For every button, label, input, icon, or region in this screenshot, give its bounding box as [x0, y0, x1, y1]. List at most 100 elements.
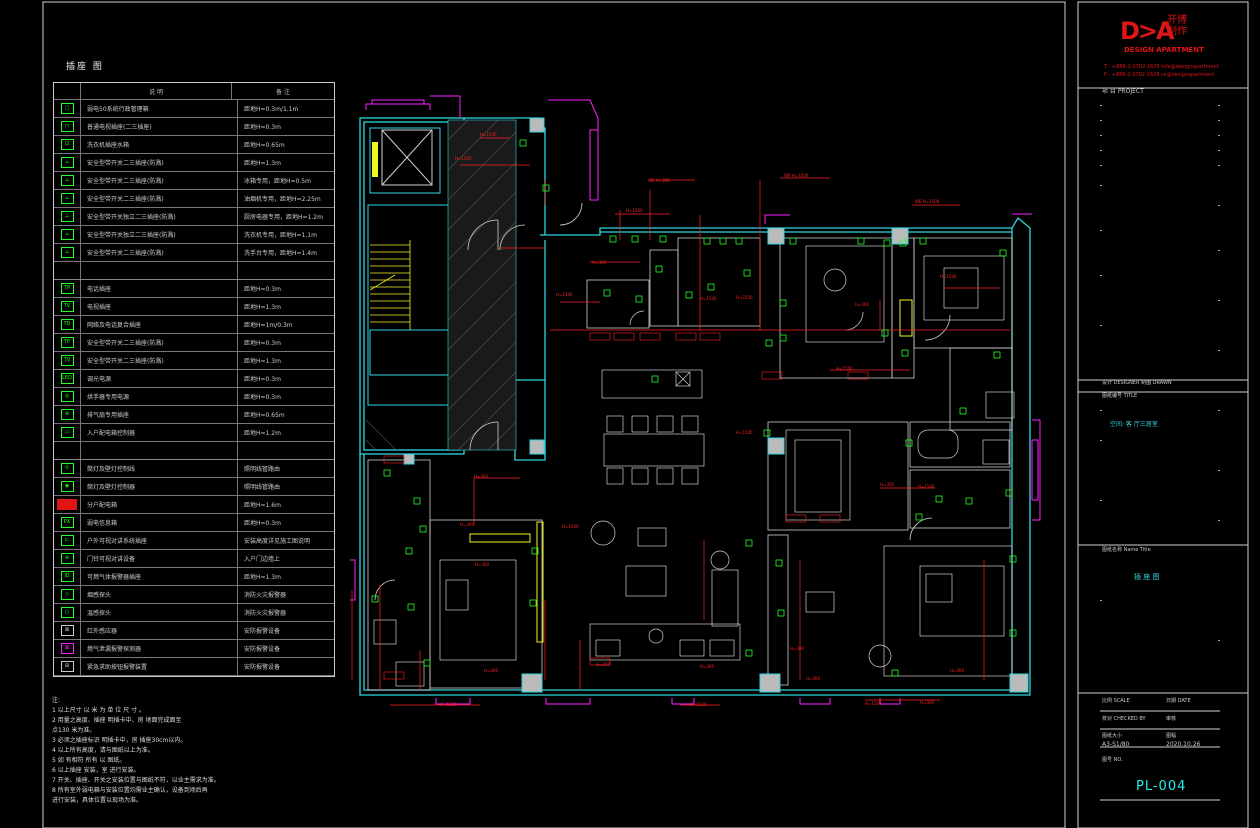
legend-description: 弱电信息箱	[81, 514, 238, 531]
svg-text:H=1500: H=1500	[700, 296, 717, 301]
legend-remark: 入户门边墙上	[244, 556, 281, 563]
svg-text:H=1500: H=1500	[865, 701, 882, 706]
svg-text:WE H=1500: WE H=1500	[784, 173, 809, 178]
legend-description: 安全型带开关二三插座(防溅)	[81, 172, 238, 189]
td-icon: TD	[60, 319, 74, 330]
date-label: 日期 DATE	[1166, 698, 1191, 704]
legend-title: 插座 图	[66, 62, 104, 72]
legend-row: □弱电50系统行政管理箱距地H=0.3m/1.1m	[54, 100, 334, 118]
legend-symbol: TV	[54, 352, 81, 369]
company-logo-mark: D>A	[1120, 17, 1175, 45]
legend-remark: 照明线管路由	[244, 466, 281, 473]
legend-description: 网络及电话复合插座	[81, 316, 238, 333]
legend-header: 说 明 备 注	[54, 83, 334, 100]
svg-text:H=300: H=300	[700, 664, 714, 669]
drawing-title-label: 图纸名称 Name Title	[1102, 547, 1151, 553]
svg-text:H=300: H=300	[790, 646, 804, 651]
legend-symbol: ⊓	[54, 118, 81, 135]
titleblock-ticks	[1100, 105, 1220, 641]
furniture	[373, 245, 1015, 687]
legend-description: 筒灯及壁灯控制线	[81, 460, 238, 477]
legend-symbol: ◉	[54, 478, 81, 495]
dryer-icon: ◎	[60, 391, 74, 402]
socket-icon: ⟂	[60, 193, 74, 204]
legend-symbol: ⊠	[54, 622, 81, 639]
socket-icon: ⟂	[60, 175, 74, 186]
legend-remark: 距地H=0.3m/1.1m	[244, 106, 299, 113]
legend-symbol: TP	[54, 334, 81, 351]
shield-icon: ◇	[60, 589, 74, 600]
circuit-annotations	[351, 137, 1010, 706]
company-logo-en: DESIGN APARTMENT	[1124, 46, 1204, 54]
svg-text:WE H=300: WE H=300	[648, 178, 670, 183]
check-value: 审核	[1166, 716, 1177, 722]
legend-description: 筒灯及壁灯控制器	[81, 478, 238, 495]
legend-symbol: ⊠	[54, 640, 81, 657]
svg-text:H=300: H=300	[950, 668, 964, 673]
project-label: 项 目 PROJECT	[1102, 88, 1144, 95]
legend-description: 入户配电箱控制器	[81, 424, 238, 441]
legend-symbol: ⟂	[54, 154, 81, 171]
core	[367, 127, 459, 406]
legend-header-symbol	[54, 83, 81, 99]
legend-remark: 安防报警设备	[244, 646, 281, 653]
doors	[374, 202, 951, 601]
legend-row	[54, 262, 334, 280]
legend-remark: 距地H=1.6m	[244, 502, 281, 509]
svg-text:H=300: H=300	[474, 474, 488, 479]
legend-row: ⟂安全型带开关独立二三插座(防溅)厨房电器专用，距地H=1.2m	[54, 208, 334, 226]
legend-description: 门铃可视对讲设备	[81, 550, 238, 567]
fan-icon: ⊛	[60, 409, 74, 420]
svg-text:H=300: H=300	[475, 562, 489, 567]
legend-description: 电视插座	[81, 298, 238, 315]
note-line: 7 开关、插座、开关之安装位置与图纸不符，以业主需求为准。	[52, 777, 220, 784]
legend-symbol: ⊛	[54, 406, 81, 423]
legend-remark: 距地H=1.3m	[244, 574, 281, 581]
legend-symbol: ID	[54, 568, 81, 585]
note-line: 6 以上插座 安装，室 进行安装。	[52, 767, 140, 774]
legend-symbol: ⟂	[54, 244, 81, 261]
svg-text:H=300: H=300	[592, 260, 606, 265]
legend-symbol: PX	[54, 514, 81, 531]
legend-row: ⊠燃气泄漏报警探测器安防报警设备	[54, 640, 334, 658]
legend-row: ○温感探头消防火灾报警器	[54, 604, 334, 622]
legend-remark: 安防报警设备	[244, 664, 281, 671]
legend-symbol: LED	[54, 370, 81, 387]
legend-symbol	[54, 262, 81, 279]
tv-outlet-icon: ⊓	[60, 121, 74, 132]
legend-symbol: ⟂	[54, 208, 81, 225]
legend-description: 安全型带开关二三插座(防溅)	[81, 334, 238, 351]
legend-row: 分户配电箱距地H=1.6m	[54, 496, 334, 514]
svg-text:H=300: H=300	[920, 700, 934, 705]
legend-row: ⊞紧急求助按钮报警装置安防报警设备	[54, 658, 334, 676]
legend-description: 户外可视对讲系统插座	[81, 532, 238, 549]
scale-label: 比例 SCALE	[1102, 698, 1130, 704]
legend-symbol: ○	[54, 604, 81, 621]
legend-remark: 油烟机专用，距地H=2.25m	[244, 196, 321, 203]
contact-line-1: T : +886-2-2702-1625 info@designapartmen…	[1104, 64, 1219, 70]
legend-remark: 安装高度详见施工图说明	[244, 538, 311, 545]
legend-remark: 距地H=1.3m	[244, 358, 281, 365]
socket-icon: ⟂	[60, 247, 74, 258]
svg-text:H=1500: H=1500	[918, 484, 935, 489]
red-box-icon	[57, 499, 77, 510]
note-line: 3 必须之插座标识 明插卡中，房 插座30cm以内。	[52, 737, 187, 744]
svg-text:H=1500: H=1500	[455, 156, 472, 161]
legend-header-desc: 说 明	[81, 83, 232, 99]
legend-row: ⊓普通电视插座(二三插座)距地H=0.3m	[54, 118, 334, 136]
note-line: 5 如 有相符 所有 以 图纸。	[52, 757, 126, 764]
legend-description: 调光电源	[81, 370, 238, 387]
circle-b-icon: ◉	[60, 481, 74, 492]
legend-row: ⊠红外感应器安防报警设备	[54, 622, 334, 640]
svg-text:H=300: H=300	[806, 676, 820, 681]
socket-tags	[383, 332, 869, 680]
pir-icon: ⊠	[60, 625, 74, 636]
tv-icon: TV	[60, 301, 74, 312]
general-notes: 注: 1 以上尺寸 以 米 为 单 位 尺 寸 。2 用量之高度、插座 明插卡中…	[52, 696, 220, 806]
legend-row: ◇烟感探头消防火灾报警器	[54, 586, 334, 604]
category-label: 图纸编号 TITLE	[1102, 393, 1138, 399]
